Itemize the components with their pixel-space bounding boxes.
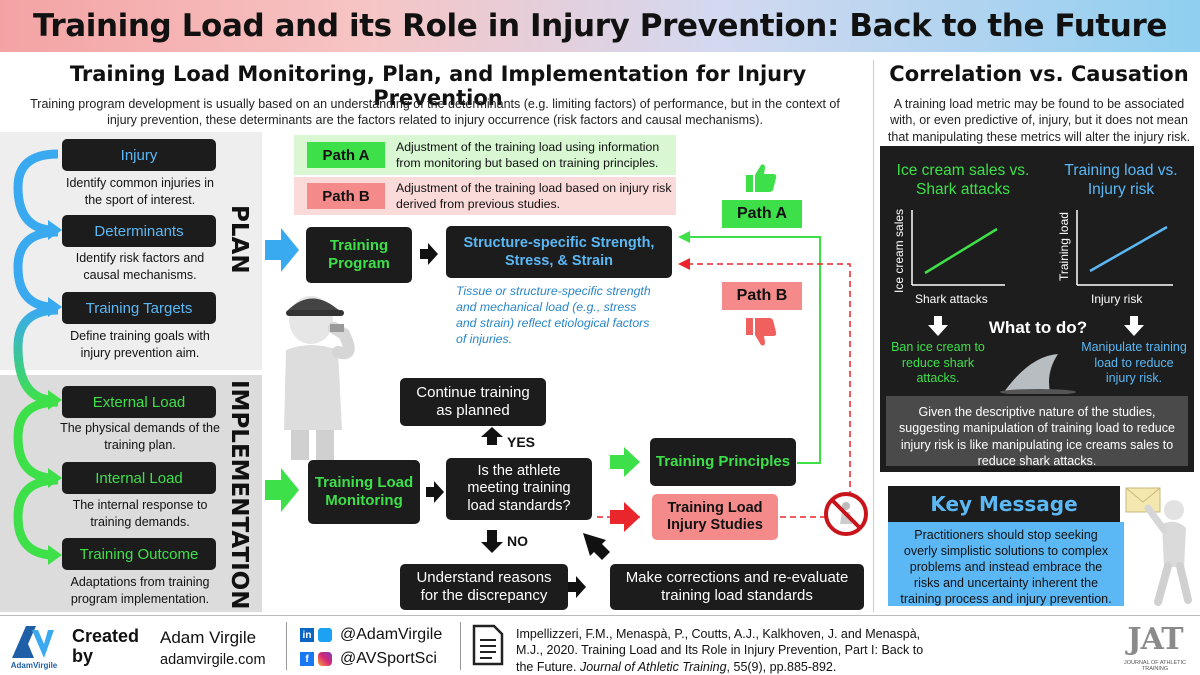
author-website[interactable]: adamvirgile.com — [160, 652, 266, 668]
coach-figure-icon — [284, 296, 355, 460]
step-injury-desc: Identify common injuries in the sport of… — [66, 176, 214, 207]
step-training-outcome-desc: Adaptations from training program implem… — [70, 575, 210, 606]
thumbs-down-icon — [746, 318, 777, 346]
path-a-desc: Adjustment of the training load using in… — [396, 140, 660, 170]
implementation-arrow-icon — [265, 468, 299, 512]
step-external-load-desc: The physical demands of the training pla… — [60, 421, 220, 452]
path-a-chip: Path A — [307, 142, 385, 168]
left-heading: Training Load Monitoring, Plan, and Impl… — [69, 62, 807, 110]
key-message-text: Practitioners should stop seeking overly… — [888, 522, 1124, 606]
left-intro: Training program development is usually … — [30, 97, 840, 128]
path-b-tag: Path B — [722, 282, 802, 310]
training-program-box: Training Program — [306, 227, 412, 283]
author-logo-icon — [12, 626, 54, 658]
step-external-load: External Load — [62, 386, 216, 418]
path-b-chip: Path B — [307, 183, 385, 209]
structure-box: Structure-specific Strength, Stress, & S… — [446, 226, 672, 278]
cycle-arrows — [13, 149, 62, 565]
jat-logo: JAT — [1127, 622, 1183, 657]
structure-note: Tissue or structure-specific strength an… — [456, 284, 651, 346]
handle-primary[interactable]: @AdamVirgile — [340, 626, 443, 643]
thumbs-up-icon — [746, 164, 777, 192]
footer-divider — [0, 615, 1200, 616]
what-to-do: What to do? — [988, 318, 1088, 337]
page-title: Training Load and its Role in Injury Pre… — [32, 8, 1167, 44]
messenger-figure-icon — [1125, 487, 1192, 606]
plan-background — [0, 132, 262, 370]
given-text: Given the descriptive nature of the stud… — [886, 396, 1188, 468]
chart2-ylabel: Training load — [1057, 212, 1071, 281]
divider — [873, 60, 874, 612]
continue-box: Continue training as planned — [400, 378, 546, 426]
citation-end: , 55(9), pp.885-892. — [726, 659, 837, 674]
document-icon — [472, 624, 504, 666]
monitoring-box: Training Load Monitoring — [308, 460, 420, 524]
step-determinants: Determinants — [62, 215, 216, 247]
path-b-desc: Adjustment of the training load based on… — [396, 181, 672, 211]
twitter-icon[interactable] — [318, 628, 332, 642]
chart1-title: Ice cream sales vs. Shark attacks — [896, 162, 1030, 198]
citation-text: Impellizzeri, F.M., Menaspà, P., Coutts,… — [516, 627, 924, 674]
footer-sep1 — [286, 622, 287, 670]
step-determinants-desc: Identify risk factors and causal mechani… — [75, 251, 205, 282]
ban-text: Ban ice cream to reduce shark attacks. — [891, 340, 985, 386]
chart1-ylabel: Ice cream sales — [892, 209, 906, 293]
footer-sep2 — [460, 622, 461, 670]
citation: Impellizzeri, F.M., Menaspà, P., Coutts,… — [516, 626, 936, 675]
plan-label: PLAN — [226, 205, 252, 274]
path-a-tag: Path A — [722, 200, 802, 228]
down-arrow-icon — [928, 316, 948, 336]
facebook-icon[interactable]: f — [300, 652, 314, 666]
understand-box: Understand reasons for the discrepancy — [400, 564, 568, 610]
shark-fin-icon — [1000, 354, 1076, 394]
chart2-xlabel: Injury risk — [1091, 292, 1143, 306]
chart2-title: Training load vs. Injury risk — [1064, 162, 1178, 198]
chart1-xlabel: Shark attacks — [915, 292, 988, 306]
right-intro: A training load metric may be found to b… — [887, 97, 1191, 144]
handle-secondary[interactable]: @AVSportSci — [340, 650, 437, 667]
step-training-targets-desc: Define training goals with injury preven… — [70, 329, 210, 360]
author-name: Adam Virgile — [160, 628, 257, 647]
principles-box: Training Principles — [650, 438, 796, 486]
correlation-charts: Ice cream sales Shark attacks Training l… — [892, 209, 1173, 306]
step-training-outcome: Training Outcome — [62, 538, 216, 570]
question-box: Is the athlete meeting training load sta… — [446, 458, 592, 520]
down-arrow-icon — [1124, 316, 1144, 336]
logo-text: AdamVirgile — [10, 661, 58, 670]
yes-label: YES — [507, 434, 536, 450]
created-by: Created by — [72, 626, 140, 666]
right-heading: Correlation vs. Causation — [889, 62, 1189, 86]
step-internal-load: Internal Load — [62, 462, 216, 494]
implementation-label: IMPLEMENTATION — [226, 380, 252, 610]
no-label: NO — [507, 533, 528, 549]
plan-arrow-icon — [265, 228, 299, 272]
corrections-box: Make corrections and re-evaluate trainin… — [610, 564, 864, 610]
key-message-heading: Key Message — [888, 486, 1120, 522]
step-training-targets: Training Targets — [62, 292, 216, 324]
step-injury: Injury — [62, 139, 216, 171]
injury-studies-box: Training Load Injury Studies — [652, 494, 778, 540]
linkedin-icon[interactable]: in — [300, 628, 314, 642]
instagram-icon[interactable] — [318, 652, 332, 666]
manipulate-text: Manipulate training load to reduce injur… — [1081, 340, 1187, 386]
title-bar: Training Load and its Role in Injury Pre… — [0, 0, 1200, 52]
citation-journal: Journal of Athletic Training — [579, 659, 727, 674]
prohibited-icon — [824, 492, 868, 536]
step-internal-load-desc: The internal response to training demand… — [72, 498, 208, 529]
jat-subtitle: JOURNAL OF ATHLETIC TRAINING — [1123, 660, 1187, 672]
